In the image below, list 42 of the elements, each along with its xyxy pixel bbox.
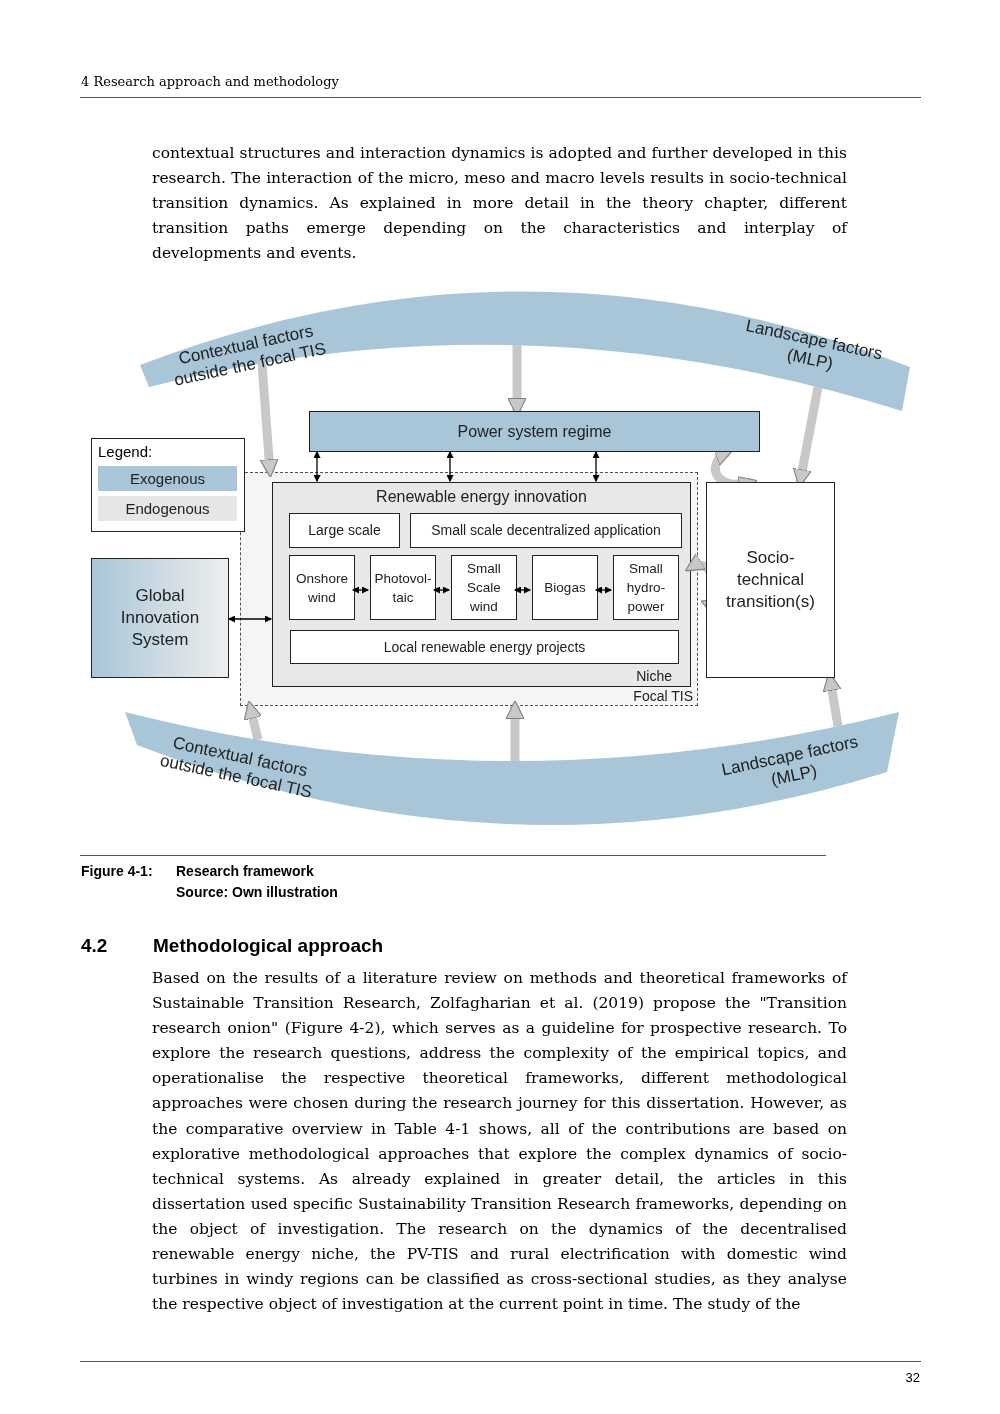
process-box: Local renewable energy projects bbox=[290, 630, 679, 664]
section-heading: Methodological approach bbox=[153, 935, 385, 957]
niche-box bbox=[272, 482, 691, 687]
band-label: Contextual factors outside the focal TIS bbox=[157, 732, 315, 804]
arrow bbox=[514, 586, 531, 594]
legend-swatch: Exogenous bbox=[98, 466, 237, 491]
outcome-box: Socio- technical transition(s) bbox=[706, 482, 835, 678]
process-box: Large scale bbox=[289, 513, 400, 548]
body-paragraph: Based on the results of a literature review on methods and theoretical frameworks of Sustainable Transition Research, Zolfagharian et al. (2019) propose the "Transition research onion" (Figure 4-2), which serves as a guideline for prospective research. To explore the research questions, address the complexity of the empirical topics, and operationalise the respective theoretical frameworks, different methodological approaches were chosen during the research journey for this dissertation. However, as the comparative overview in Table 4-1 shows, all of the contributions are based on explorative methodological approaches that explore the complex dynamics of socio-technical systems. As already explained in greater detail, the articles in this dissertation used specific Sustainability Transition Research frameworks, depending on the object of investigation. The research on the dynamics of the decentralised renewable energy niche, the PV-TIS and rural electrification with domestic wind turbines in windy regions can be classified as cross-sectional studies, as they analyse the respective object of investigation at the current point in time. The study of the bbox=[152, 968, 847, 1316]
process-box: Small hydro- power bbox=[613, 555, 679, 620]
arrow bbox=[433, 586, 450, 594]
page-number: 32 bbox=[904, 1370, 920, 1385]
process-box: Photovol- taic bbox=[370, 555, 436, 620]
arrow bbox=[446, 451, 454, 482]
figure-source: Source: Own illustration bbox=[176, 884, 339, 900]
legend-title: Legend: bbox=[98, 443, 154, 460]
arrow bbox=[228, 615, 272, 623]
process-box: Onshore wind bbox=[289, 555, 355, 620]
arrow bbox=[505, 700, 525, 761]
section-number: 4.2 bbox=[81, 935, 109, 957]
process-box: Biogas bbox=[532, 555, 598, 620]
arrow bbox=[257, 362, 279, 478]
arrow bbox=[592, 451, 600, 482]
arrow bbox=[352, 586, 369, 594]
dashed-boundary bbox=[240, 472, 698, 706]
box-heading: Renewable energy innovation bbox=[375, 488, 588, 506]
regime-box: Power system regime bbox=[309, 411, 760, 452]
header-text: 4 Research approach and methodology bbox=[81, 74, 340, 89]
arrow bbox=[313, 451, 321, 482]
band-label: Landscape factors (MLP) bbox=[718, 731, 861, 792]
figure-number: Figure 4-1: bbox=[81, 863, 154, 879]
figure-caption: Research framework bbox=[176, 863, 315, 879]
process-box: Small scale decentralized application bbox=[410, 513, 682, 548]
process-box: Small Scale wind bbox=[451, 555, 517, 620]
system-box: Global Innovation System bbox=[91, 558, 229, 678]
arrow bbox=[595, 586, 612, 594]
box-label: Niche bbox=[636, 668, 672, 684]
legend-swatch: Endogenous bbox=[98, 496, 237, 521]
arrow bbox=[243, 700, 263, 741]
boundary-label: Focal TIS bbox=[633, 688, 693, 704]
band-label: Contextual factors outside the focal TIS bbox=[171, 320, 329, 392]
body-paragraph: contextual structures and interaction dynamics is adopted and further developed in this research. The interaction of the micro, meso and macro levels results in socio-technical transition dynamics. As explained in more detail in the theory chapter, different transition paths emerge depending on the characteristics and interplay of developments and events. bbox=[152, 143, 847, 265]
